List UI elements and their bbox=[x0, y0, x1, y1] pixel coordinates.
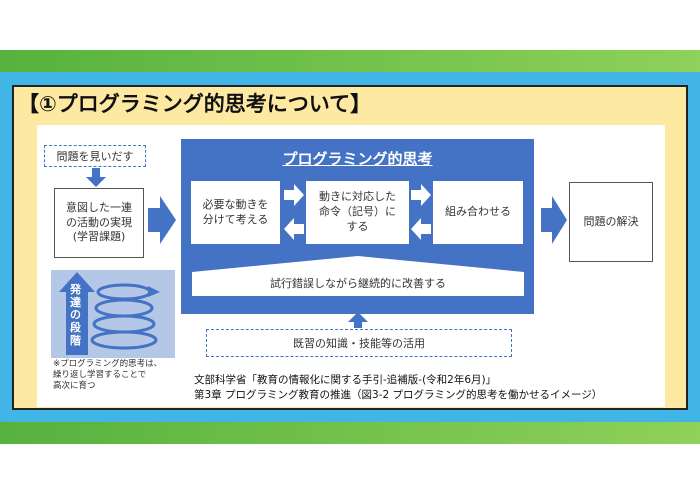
intended-activity-line1: 意図した一連 bbox=[66, 200, 132, 214]
spiral-icon bbox=[90, 283, 158, 350]
spiral-note: ※プログラミング的思考は、 繰り返し学習することで 高次に育つ bbox=[53, 359, 179, 392]
development-char: 発 bbox=[70, 283, 81, 296]
prior-knowledge-label: 既習の知識・技能等の活用 bbox=[293, 337, 425, 350]
step-divide-box: 必要な動きを 分けて考える bbox=[191, 181, 280, 244]
source-citation: 文部科学省「教育の情報化に関する手引-追補版-(令和2年6月)」 第3章 プログ… bbox=[194, 373, 602, 402]
right-arrow-icon bbox=[148, 196, 176, 244]
right-arrow-icon bbox=[411, 184, 431, 206]
step-command-line3: する bbox=[346, 219, 369, 233]
find-problem-label: 問題を見いだす bbox=[56, 150, 134, 163]
intended-activity-line2: の活動の実現 bbox=[66, 215, 132, 229]
development-stage-label: 発 達 の 段 階 bbox=[70, 283, 84, 347]
solution-label: 問題の解決 bbox=[583, 214, 639, 228]
spiral-note-line2: 繰り返し学習することで bbox=[53, 370, 147, 381]
right-arrow-icon bbox=[284, 184, 304, 206]
development-up-arrow-icon bbox=[59, 272, 95, 355]
step-combine-label: 組み合わせる bbox=[445, 205, 511, 219]
development-char: 階 bbox=[70, 333, 81, 347]
step-command-line1: 動きに対応した bbox=[319, 190, 396, 204]
improve-label-box: 試行錯誤しながら継続的に改善する bbox=[192, 272, 524, 296]
source-line1: 文部科学省「教育の情報化に関する手引-追補版-(令和2年6月)」 bbox=[194, 374, 497, 386]
development-char: 段 bbox=[70, 320, 81, 334]
page-title: 【①プログラミング的思考について】 bbox=[18, 92, 372, 116]
step-divide-line1: 必要な動きを bbox=[202, 197, 269, 211]
step-command-line2: 命令（記号）に bbox=[319, 205, 396, 219]
spiral-note-line1: ※プログラミング的思考は、 bbox=[53, 359, 163, 369]
development-char: 達 bbox=[70, 295, 81, 309]
right-arrow-icon bbox=[541, 196, 567, 244]
improvement-wedge bbox=[192, 256, 524, 272]
intended-activity-line3: (学習課題) bbox=[72, 230, 126, 244]
solution-box: 問題の解決 bbox=[569, 182, 653, 262]
prior-knowledge-box: 既習の知識・技能等の活用 bbox=[206, 329, 512, 357]
development-char: の bbox=[70, 308, 81, 322]
step-combine-box: 組み合わせる bbox=[433, 181, 523, 244]
left-arrow-icon bbox=[284, 218, 304, 240]
spiral-arrowhead-icon bbox=[148, 286, 160, 297]
source-line2: 第3章 プログラミング教育の推進（図3-2 プログラミング的思考を働かせるイメー… bbox=[194, 388, 603, 401]
spiral-note-line3: 高次に育つ bbox=[53, 381, 96, 392]
improve-label: 試行錯誤しながら継続的に改善する bbox=[270, 276, 446, 290]
left-arrow-icon bbox=[411, 218, 431, 240]
find-problem-box: 問題を見いだす bbox=[44, 145, 146, 167]
up-arrow-icon bbox=[348, 312, 368, 328]
step-command-box: 動きに対応した 命令（記号）に する bbox=[306, 181, 409, 244]
bottom-green-stripe bbox=[0, 422, 700, 444]
intended-activity-box: 意図した一連 の活動の実現 (学習課題) bbox=[54, 188, 144, 258]
programming-thinking-title: プログラミング的思考 bbox=[282, 150, 433, 168]
down-arrow-icon bbox=[86, 168, 106, 187]
step-divide-line2: 分けて考える bbox=[202, 212, 269, 226]
